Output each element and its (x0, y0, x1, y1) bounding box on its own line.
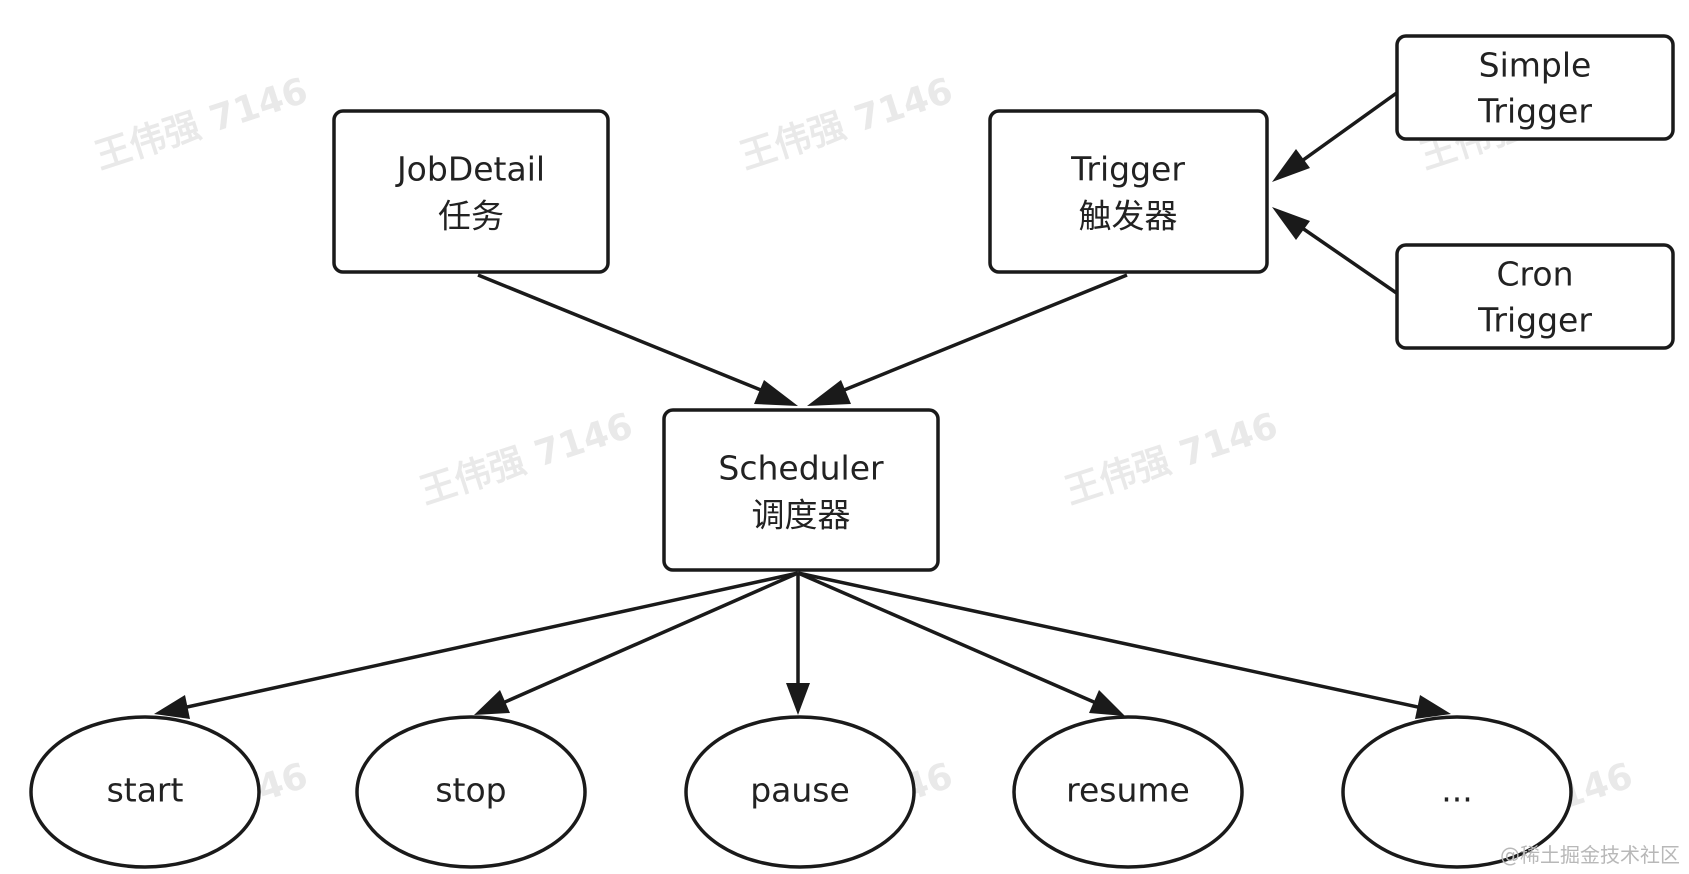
node-jobdetail: JobDetail 任务 (332, 109, 610, 274)
node-pause: pause (684, 715, 916, 869)
watermark-text: 王伟强 7146 (735, 70, 958, 177)
node-box (662, 408, 940, 572)
node-resume: resume (1012, 715, 1244, 869)
node-label: resume (1066, 771, 1190, 810)
node-label: Simple (1479, 46, 1592, 85)
edge-jobdetail-scheduler (477, 273, 779, 399)
node-label: Trigger (1070, 150, 1185, 189)
node-simple-trigger: Simple Trigger (1395, 34, 1675, 141)
arrow-head (754, 380, 798, 406)
node-trigger: Trigger 触发器 (988, 109, 1269, 274)
node-label: Cron (1497, 255, 1574, 294)
node-stop: stop (355, 715, 587, 869)
arrow-head (786, 683, 810, 715)
edge-trigger-scheduler (826, 273, 1128, 399)
node-label: 调度器 (752, 496, 851, 535)
node-ellipse (29, 715, 261, 869)
node-ellipse (684, 715, 916, 869)
arrow-head (807, 380, 851, 406)
node-ellipse (355, 715, 587, 869)
node-label: ... (1441, 771, 1472, 810)
watermark-text: 王伟强 7146 (1060, 405, 1283, 512)
node-scheduler: Scheduler 调度器 (662, 408, 940, 572)
site-watermark: @稀土掘金技术社区 (1500, 843, 1680, 867)
arrow-head (1415, 695, 1451, 719)
node-label: JobDetail (395, 150, 545, 189)
edge-scheduler-more (797, 571, 1428, 711)
node-ellipse (1341, 715, 1573, 869)
node-label: stop (435, 771, 506, 810)
arrow-head (1272, 207, 1310, 240)
node-start: start (29, 715, 261, 869)
arrow-head (154, 695, 190, 719)
watermark-text: 王伟强 7146 (415, 405, 638, 512)
node-box (1395, 34, 1675, 141)
arrow-head (474, 690, 510, 715)
node-label: Trigger (1477, 301, 1592, 340)
node-label: pause (750, 771, 850, 810)
edge-scheduler-start (177, 571, 799, 711)
node-box (1395, 243, 1675, 350)
edge-scheduler-resume (797, 571, 1104, 708)
node-box (332, 109, 610, 274)
edge-crontrigger-trigger (1291, 219, 1399, 296)
node-more: ... (1341, 715, 1573, 869)
edge-scheduler-stop (495, 571, 799, 708)
node-label: start (107, 771, 184, 810)
node-label: 任务 (438, 197, 504, 236)
node-box (988, 109, 1269, 274)
arrow-head (1272, 149, 1310, 182)
node-ellipse (1012, 715, 1244, 869)
node-label: Trigger (1477, 92, 1592, 131)
arrow-head (1089, 690, 1125, 716)
edges (154, 90, 1451, 719)
node-label: Scheduler (718, 449, 884, 488)
edge-simpletrigger-trigger (1290, 90, 1400, 170)
node-label: 触发器 (1079, 197, 1178, 236)
node-cron-trigger: Cron Trigger (1395, 243, 1675, 350)
watermark-text: 王伟强 7146 (90, 70, 313, 177)
